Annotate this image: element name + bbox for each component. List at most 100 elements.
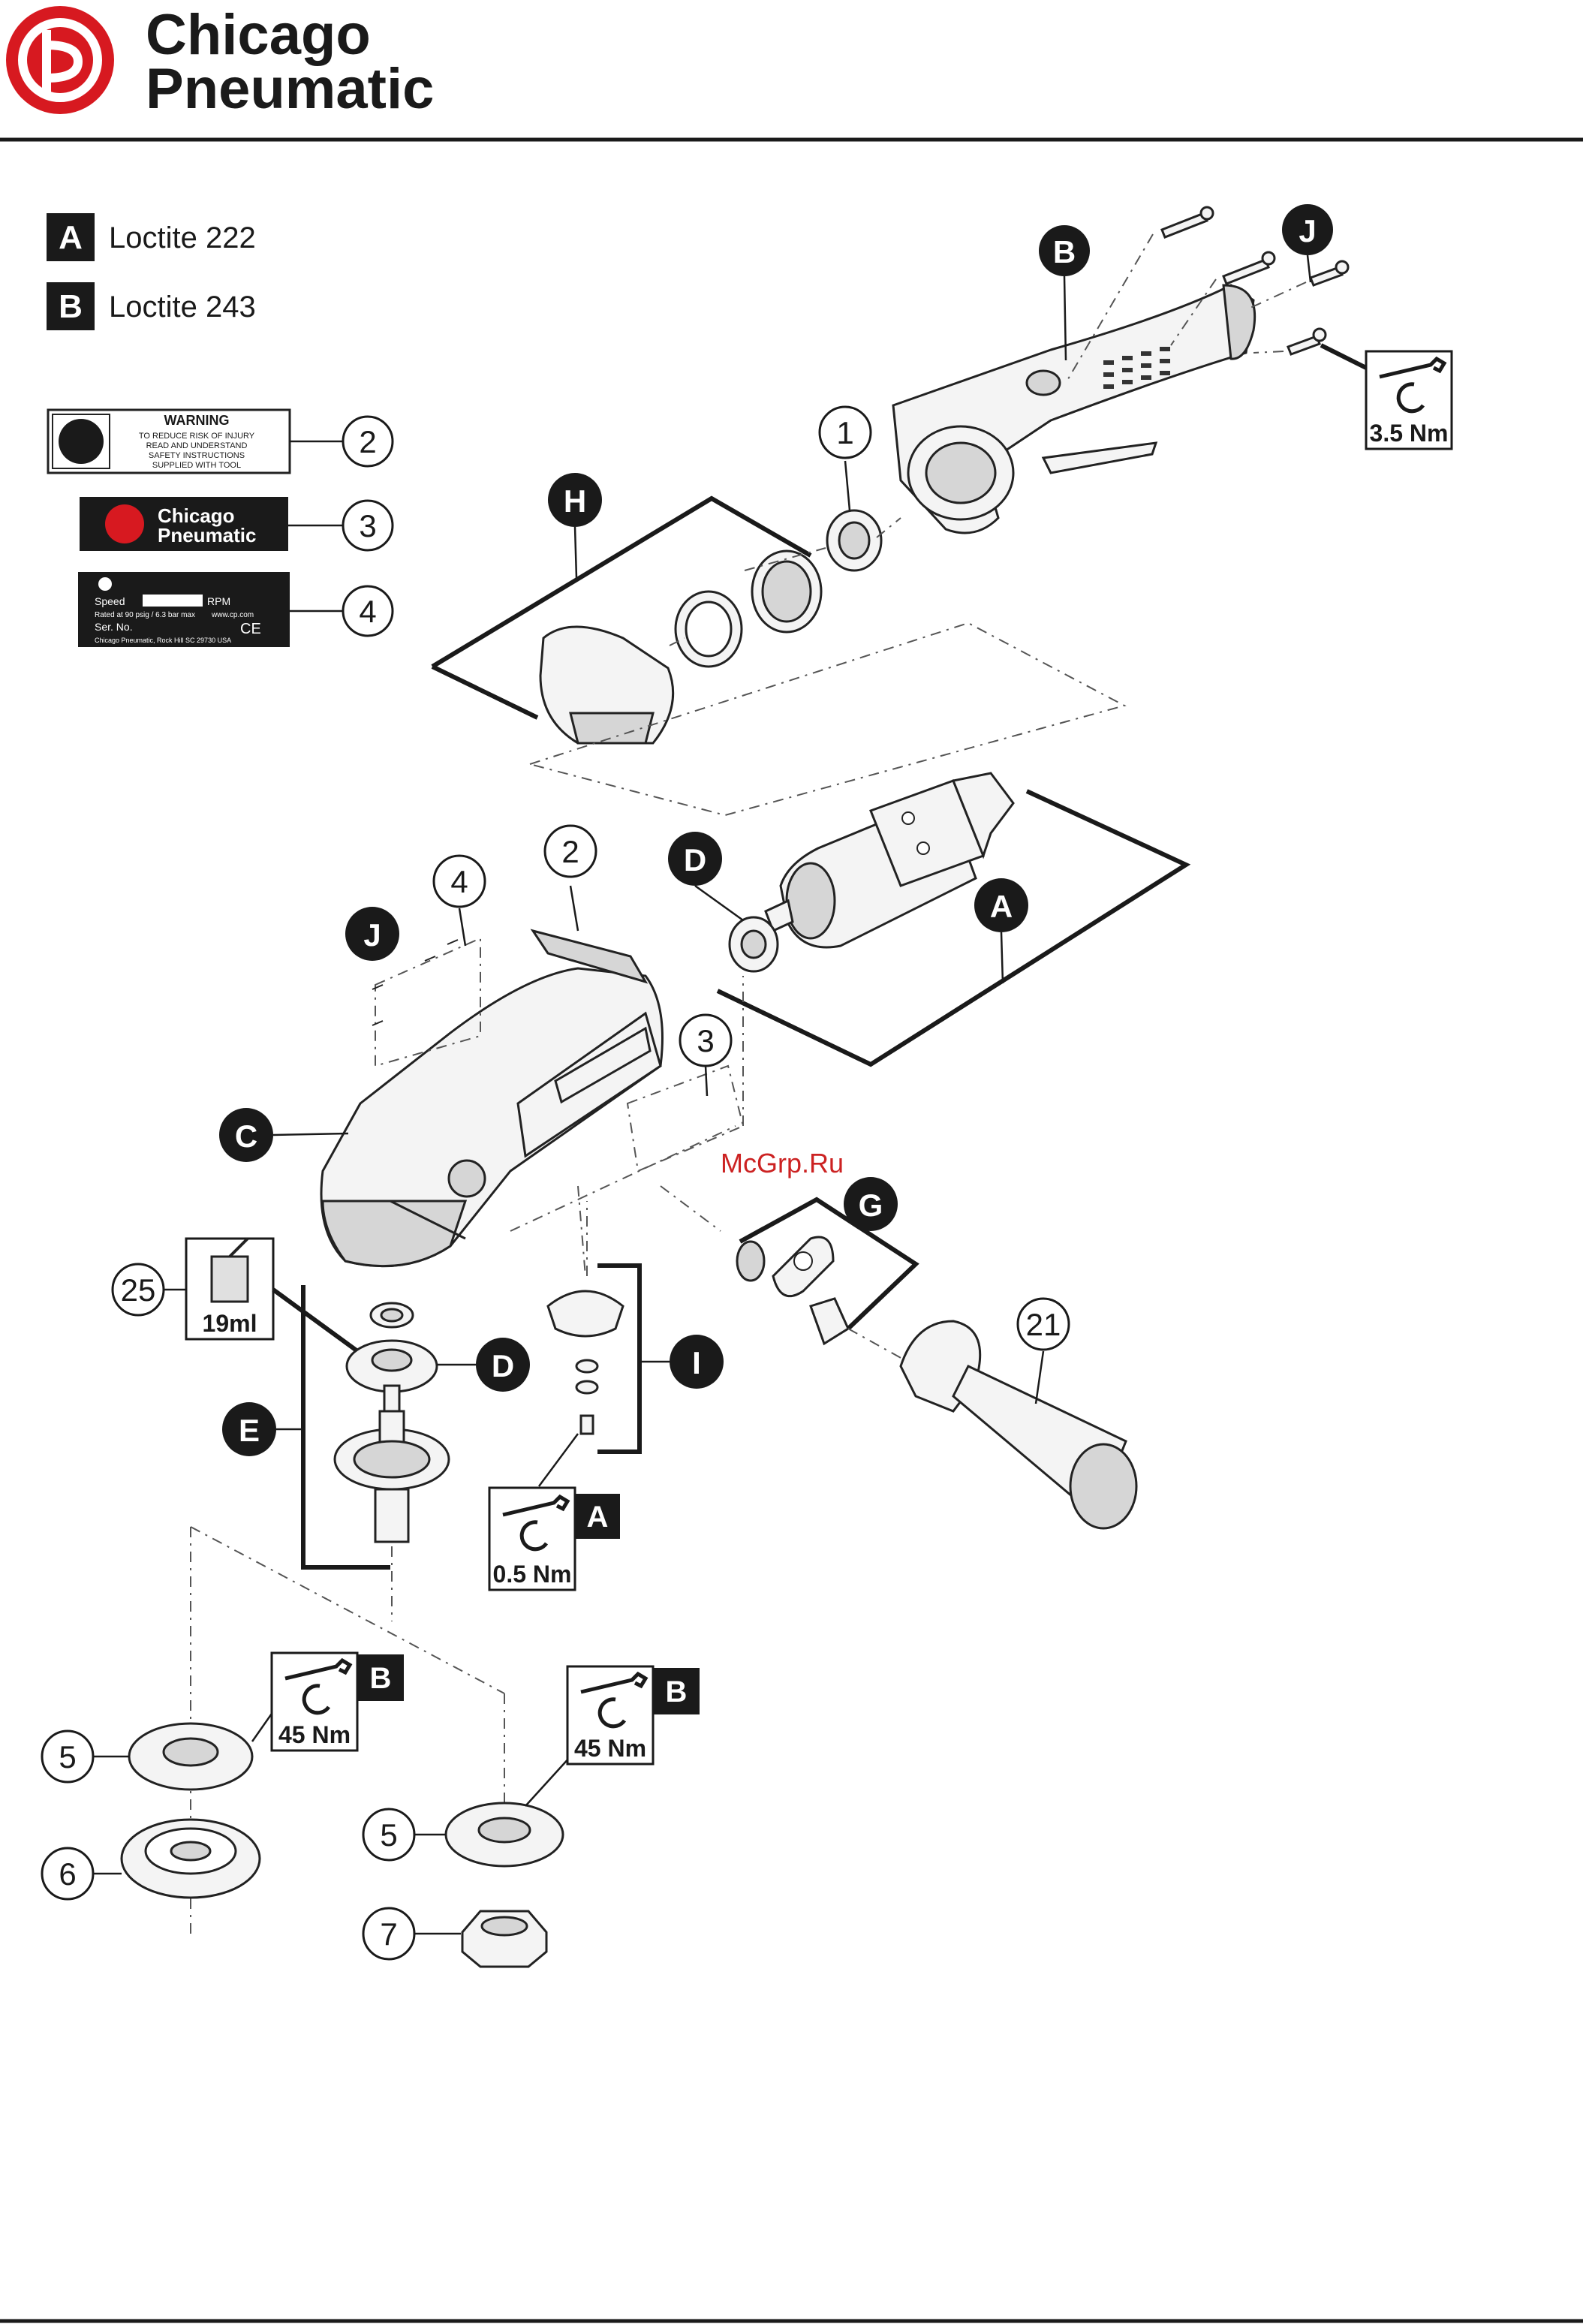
nut-d-top	[728, 916, 779, 973]
torque-box-45-right: 45 Nm B	[566, 1665, 700, 1766]
guard-clamp	[674, 590, 743, 668]
svg-text:25: 25	[121, 1272, 156, 1308]
svg-text:G: G	[859, 1188, 883, 1223]
valve-parts	[546, 1290, 624, 1435]
callout-5-right: 5	[362, 1808, 416, 1862]
svg-text:D: D	[492, 1348, 514, 1383]
rating-rated: Rated at 90 psig / 6.3 bar max	[95, 611, 195, 619]
letter-a-motor: A	[974, 878, 1028, 932]
nameplate-line1: Chicago	[158, 504, 235, 527]
warning-line-2: READ AND UNDERSTAND	[146, 441, 248, 450]
rotation-icon	[597, 1697, 627, 1729]
legend-item-a: A Loctite 222	[47, 213, 256, 261]
callout-3-legend: 3	[342, 499, 394, 552]
wrench-icon	[284, 1657, 353, 1681]
torque-0-5-adhesive: A	[587, 1501, 609, 1534]
manual-icon	[59, 419, 104, 464]
housing-screws	[1160, 206, 1350, 356]
watermark-text: McGrp.Ru	[721, 1148, 844, 1179]
wrench-icon	[502, 1494, 570, 1517]
svg-text:3: 3	[697, 1023, 714, 1058]
callout-1: 1	[818, 405, 872, 459]
svg-text:C: C	[235, 1118, 257, 1154]
svg-text:J: J	[363, 917, 381, 953]
callout-25: 25	[111, 1263, 165, 1317]
rear-housing	[892, 284, 1256, 534]
grease-volume: 19ml	[203, 1310, 257, 1337]
letter-d-top: D	[668, 832, 722, 886]
guard-ring	[751, 549, 823, 634]
torque-value-45-right: 45 Nm	[574, 1735, 646, 1762]
torque-box-3-5: 3.5 Nm	[1365, 350, 1453, 450]
nameplate-label: Chicago Pneumatic	[80, 497, 288, 551]
bearing-d	[345, 1339, 438, 1393]
legend-b-badge	[47, 282, 95, 330]
warning-line-1: TO REDUCE RISK OF INJURY	[139, 432, 255, 441]
flange-left	[128, 1722, 254, 1791]
svg-text:4: 4	[359, 594, 376, 629]
letter-i: I	[670, 1335, 724, 1389]
lock-nut	[461, 1910, 548, 1968]
nameplate-line2: Pneumatic	[158, 524, 257, 546]
legend-b-text: Loctite 243	[109, 290, 256, 324]
motor-assembly	[764, 772, 1015, 949]
ring-1	[826, 509, 883, 572]
grinding-wheel	[120, 1818, 261, 1899]
callout-3-housing: 3	[679, 1013, 733, 1067]
warning-title: WARNING	[164, 413, 230, 428]
letter-g: G	[844, 1177, 898, 1231]
legend-item-b: B Loctite 243	[47, 282, 256, 330]
brand-logo	[6, 6, 114, 114]
warning-label: WARNING TO REDUCE RISK OF INJURY READ AN…	[47, 408, 291, 474]
torque-value-45-left: 45 Nm	[278, 1721, 351, 1748]
torque-45-right-adhesive: B	[666, 1675, 688, 1708]
legend-b-letter: B	[59, 288, 83, 325]
rating-plate: Speed RPM Rated at 90 psig / 6.3 bar max…	[78, 572, 290, 647]
svg-text:2: 2	[359, 424, 376, 459]
svg-text:E: E	[239, 1413, 260, 1448]
callout-4-legend: 4	[342, 585, 394, 637]
wrench-icon	[1379, 356, 1447, 379]
svg-text:7: 7	[380, 1916, 397, 1952]
lever-assembly	[736, 1236, 850, 1346]
callout-5-left: 5	[41, 1729, 95, 1784]
callout-7: 7	[362, 1907, 416, 1961]
letter-j-left: J	[345, 907, 399, 961]
svg-text:J: J	[1299, 213, 1316, 248]
letter-h: H	[548, 473, 602, 527]
warning-line-4: SUPPLIED WITH TOOL	[152, 461, 241, 470]
svg-text:1: 1	[836, 415, 853, 450]
svg-text:4: 4	[450, 864, 468, 899]
rotation-icon	[1396, 382, 1425, 414]
plate-screws-left	[372, 939, 459, 1026]
svg-text:2: 2	[561, 834, 579, 869]
torque-value-0-5: 0.5 Nm	[493, 1561, 572, 1588]
letter-b-top: B	[1039, 225, 1090, 276]
grease-box: 19ml	[185, 1237, 275, 1341]
torque-box-45-left: 45 Nm B	[270, 1651, 404, 1752]
svg-text:5: 5	[59, 1739, 76, 1775]
torque-45-left-adhesive: B	[370, 1662, 392, 1695]
torque-value-3-5: 3.5 Nm	[1370, 420, 1449, 447]
legend-a-text: Loctite 222	[109, 221, 256, 254]
svg-text:D: D	[684, 842, 706, 878]
legend-a-badge	[47, 213, 95, 261]
letter-e: E	[222, 1402, 276, 1456]
callout-4-housing: 4	[432, 854, 486, 908]
rotation-icon	[519, 1520, 549, 1552]
guard-shroud	[539, 625, 675, 745]
rating-rpm: RPM	[207, 595, 230, 607]
grease-tin-icon	[210, 1255, 249, 1303]
svg-text:6: 6	[59, 1856, 76, 1892]
rating-serial: Ser. No.	[95, 621, 133, 633]
rating-speed: Speed	[95, 595, 125, 607]
brand-name-line1: Chicago	[146, 3, 371, 67]
vent-slots	[1103, 347, 1170, 389]
warning-line-3: SAFETY INSTRUCTIONS	[149, 451, 245, 460]
svg-text:5: 5	[380, 1817, 397, 1853]
small-nut	[369, 1302, 414, 1329]
svg-text:B: B	[1053, 234, 1076, 269]
gear-housing	[320, 967, 664, 1268]
spindle	[333, 1384, 450, 1543]
wrench-icon	[580, 1671, 649, 1694]
